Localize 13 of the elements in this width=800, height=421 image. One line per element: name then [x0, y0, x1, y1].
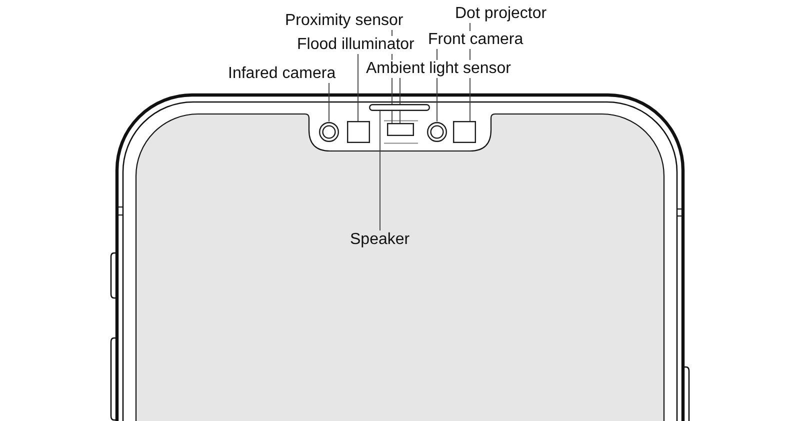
speaker-slot [369, 104, 430, 111]
callout-label: Dot projector [455, 5, 547, 23]
camera-lens [319, 122, 339, 142]
sensor-window [387, 123, 414, 136]
leader-line [328, 82, 330, 122]
camera-lens [426, 122, 446, 142]
sensor-window [453, 121, 476, 143]
callout-label: Flood illuminator [297, 36, 414, 54]
sensor-window [347, 121, 370, 143]
callout-label: Ambient light sensor [366, 60, 511, 78]
callout-label: Speaker [350, 230, 410, 248]
callout-label: Front camera [428, 31, 524, 49]
callout-label: Proximity sensor [285, 12, 404, 30]
